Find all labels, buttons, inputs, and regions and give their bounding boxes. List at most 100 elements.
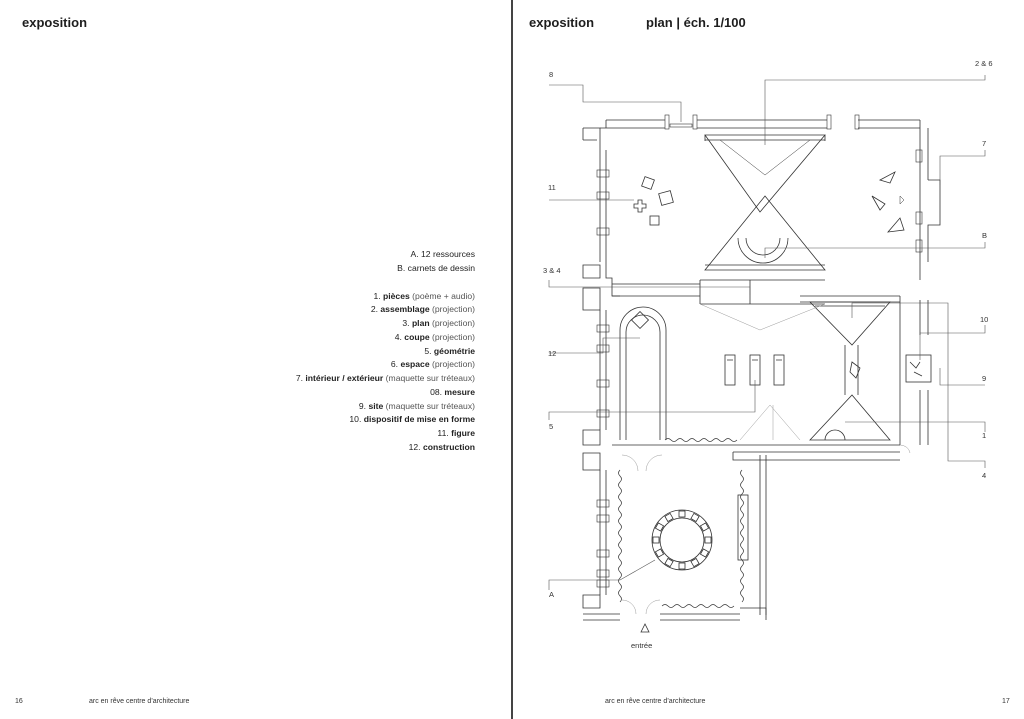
- legend-code: 08.: [430, 386, 443, 397]
- footer-right: arc en rêve centre d’architecture: [605, 698, 706, 705]
- legend-label: géométrie: [433, 345, 475, 356]
- left-page-title: exposition: [22, 15, 88, 30]
- legend-code: 5.: [424, 345, 432, 356]
- plan-label-3-4: 3 & 4: [543, 266, 561, 275]
- legend-item: 4. coupe (projection): [296, 331, 475, 345]
- chair: [664, 512, 674, 523]
- plan-label-2-6: 2 & 6: [975, 59, 993, 68]
- legend-item: 5. géométrie: [296, 345, 475, 359]
- right-page: exposition plan | éch. 1/100: [513, 0, 1024, 719]
- legend-item: 1. pièces (poème + audio): [296, 290, 475, 304]
- chair: [678, 562, 686, 570]
- chair: [654, 522, 665, 532]
- legend-item: 2. assemblage (projection): [296, 303, 475, 317]
- legend-code: A.: [410, 249, 419, 259]
- entrance-arrow: [640, 623, 650, 633]
- plan-label-10: 10: [980, 315, 989, 324]
- legend-label: mesure: [444, 386, 475, 397]
- exhibit-objects: [633, 171, 932, 383]
- wall-openings: [596, 114, 923, 588]
- plan-label-b: B: [982, 231, 988, 240]
- legend-code: 7.: [295, 373, 304, 383]
- legend-code: 10.: [349, 414, 362, 425]
- leader-lines: [548, 75, 986, 590]
- plan-label-7: 7: [982, 139, 987, 148]
- legend-note: (projection): [432, 331, 475, 342]
- book-spine: [511, 0, 513, 719]
- legend-code: B.: [397, 262, 406, 273]
- legend-code: 2.: [370, 304, 378, 315]
- plan-label-9: 9: [982, 374, 987, 383]
- legend-item: 9. site (maquette sur tréteaux): [296, 400, 475, 414]
- legend-code: 6.: [390, 359, 399, 370]
- chair: [652, 536, 660, 544]
- legend-note: (maquette sur tréteaux): [385, 400, 475, 411]
- left-page: exposition A. 12 ressources B. carnets d…: [0, 0, 511, 719]
- exhibition-legend: A. 12 ressources B. carnets de dessin 1.…: [296, 248, 475, 455]
- partitions: [612, 279, 901, 461]
- entrance-label: entrée: [631, 641, 653, 650]
- legend-note: (projection): [432, 318, 475, 328]
- legend-note: (poème + audio): [412, 290, 475, 301]
- legend-note: (maquette sur tréteaux): [385, 373, 475, 383]
- legend-label: carnets de dessin: [407, 262, 475, 273]
- projection-lines: [699, 303, 826, 441]
- legend-resource-b: B. carnets de dessin: [296, 262, 475, 276]
- footer-left: arc en rêve centre d’architecture: [89, 698, 190, 705]
- legend-label: pièces: [383, 290, 410, 301]
- legend-note: (projection): [432, 359, 475, 370]
- plan-label-5: 5: [549, 422, 554, 431]
- legend-note: (projection): [432, 304, 475, 315]
- legend-item: 10. dispositif de mise en forme: [296, 413, 475, 427]
- chair: [699, 522, 710, 532]
- outer-walls: [582, 119, 941, 621]
- plan-label-11: 11: [548, 183, 556, 192]
- legend-code: 1.: [373, 290, 381, 301]
- legend-label: espace: [400, 359, 430, 370]
- legend-label: figure: [451, 428, 475, 438]
- benches: [724, 354, 785, 386]
- legend-code: 9.: [358, 400, 367, 411]
- legend-code: 4.: [394, 331, 402, 342]
- curved-room: [619, 306, 667, 440]
- legend-label: plan: [411, 318, 430, 328]
- legend-label: 12 ressources: [421, 249, 475, 259]
- chair: [699, 548, 710, 558]
- legend-code: 11.: [437, 428, 449, 438]
- small-hourglass: [809, 301, 891, 441]
- door-swings: [621, 444, 911, 615]
- legend-item-list: 1. pièces (poème + audio)2. assemblage (…: [296, 290, 475, 455]
- legend-item: 12. construction: [296, 441, 475, 455]
- legend-label: dispositif de mise en forme: [363, 414, 475, 425]
- floor-plan-drawing: [548, 75, 986, 633]
- legend-item: 6. espace (projection): [296, 358, 475, 372]
- chair: [704, 536, 712, 544]
- plan-label-12: 12: [548, 349, 557, 358]
- chair: [678, 510, 686, 518]
- curtains: [618, 438, 744, 608]
- chair: [690, 512, 700, 523]
- legend-resource-a: A. 12 ressources: [296, 248, 476, 262]
- legend-item: 11. figure: [296, 427, 475, 441]
- plan-label-8: 8: [549, 70, 554, 79]
- legend-item: 7. intérieur / extérieur (maquette sur t…: [296, 372, 475, 386]
- legend-code: 12.: [408, 441, 421, 452]
- chair: [664, 557, 674, 568]
- right-page-title: exposition: [529, 15, 595, 30]
- chair: [654, 548, 665, 558]
- chair: [690, 557, 700, 568]
- legend-item: 08. mesure: [296, 386, 475, 400]
- plan-label-a: A: [549, 590, 555, 599]
- plan-label-1: 1: [982, 431, 987, 440]
- legend-label: construction: [422, 441, 475, 452]
- legend-label: site: [368, 400, 384, 411]
- page-number-right: 17: [1002, 698, 1010, 705]
- legend-label: assemblage: [380, 304, 430, 315]
- legend-item: 3. plan (projection): [296, 317, 475, 331]
- legend-code: 3.: [402, 318, 410, 328]
- legend-label: coupe: [404, 331, 430, 342]
- plan-scale-title: plan | éch. 1/100: [646, 15, 746, 30]
- plan-label-4: 4: [982, 471, 987, 480]
- legend-label: intérieur / extérieur: [305, 373, 384, 383]
- page-number-left: 16: [15, 698, 23, 705]
